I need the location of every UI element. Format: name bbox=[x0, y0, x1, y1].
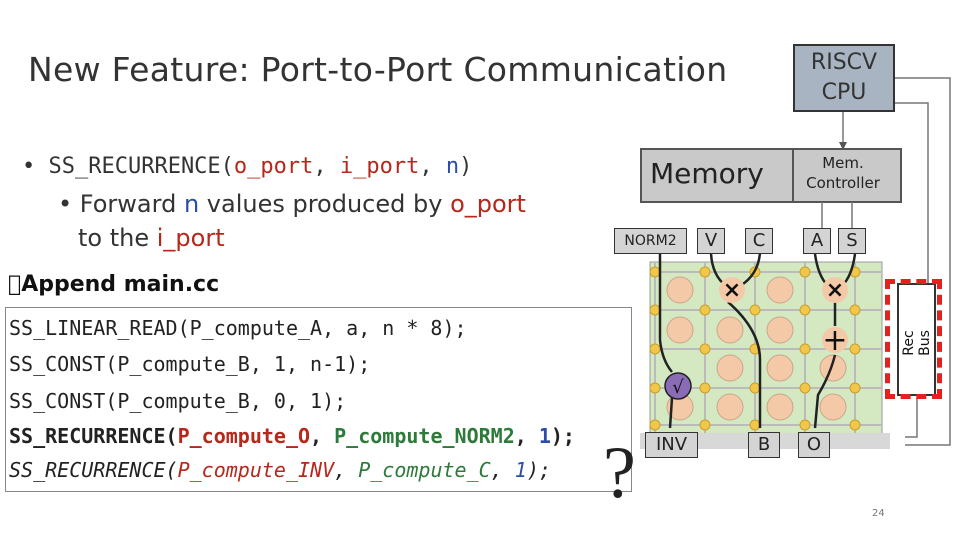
bullet-recurrence-signature: • SS_RECURRENCE(o_port, i_port, n) bbox=[22, 154, 473, 179]
code-line: SS_CONST(P_compute_B, 1, n-1); bbox=[9, 352, 371, 376]
code-line: SS_LINEAR_READ(P_compute_A, a, n * 8); bbox=[9, 316, 467, 340]
sqrt-op-label: √ bbox=[672, 377, 684, 398]
memory-label: Memory bbox=[650, 157, 764, 190]
riscv-cpu-box: RISCV CPU bbox=[793, 44, 895, 112]
code-line: SS_CONST(P_compute_B, 0, 1); bbox=[9, 389, 347, 413]
port-inv: INV bbox=[645, 432, 698, 458]
processing-tiles bbox=[666, 276, 847, 421]
rec-bus-highlight bbox=[885, 279, 942, 399]
op-multiply-2: × bbox=[822, 277, 848, 303]
append-main-heading:  Append main.cc bbox=[8, 272, 220, 297]
port-v: V bbox=[697, 228, 725, 254]
port-o: O bbox=[798, 432, 830, 458]
port-norm2: NORM2 bbox=[614, 228, 687, 254]
mem-ctrl-line1: Mem. bbox=[822, 154, 864, 172]
cpu-label-line1: RISCV bbox=[810, 50, 878, 75]
op-sqrt: √ bbox=[664, 372, 692, 400]
slide-title: New Feature: Port-to-Port Communication bbox=[28, 50, 728, 89]
multiply-op-label: × bbox=[723, 278, 741, 303]
bullet-forward-description: • Forward n values produced by o_port bbox=[58, 190, 526, 218]
cpu-label-line2: CPU bbox=[821, 80, 867, 105]
rec-bus-box bbox=[897, 283, 936, 396]
arrow-cpu-to-memctrl bbox=[839, 142, 847, 150]
code-line-recurrence-o: SS_RECURRENCE(P_compute_O, P_compute_NOR… bbox=[9, 424, 575, 448]
code-box bbox=[5, 307, 632, 492]
port-s: S bbox=[838, 228, 866, 254]
mem-ctrl-line2: Controller bbox=[806, 174, 880, 192]
port-b: B bbox=[748, 432, 780, 458]
op-multiply-1: × bbox=[719, 277, 745, 303]
page-number: 24 bbox=[872, 508, 885, 519]
memory-box bbox=[640, 148, 902, 203]
multiply-op-label: × bbox=[826, 278, 844, 303]
memory-controller: Mem. Controller bbox=[792, 150, 892, 202]
port-a: A bbox=[803, 228, 831, 254]
question-mark: ? bbox=[603, 432, 636, 514]
code-line-recurrence-inv: SS_RECURRENCE(P_compute_INV, P_compute_C… bbox=[9, 458, 551, 482]
op-add: + bbox=[822, 323, 848, 358]
port-c: C bbox=[745, 228, 773, 254]
add-op-label: + bbox=[822, 323, 847, 358]
bullet-forward-description-cont: to the i_port bbox=[78, 224, 225, 252]
